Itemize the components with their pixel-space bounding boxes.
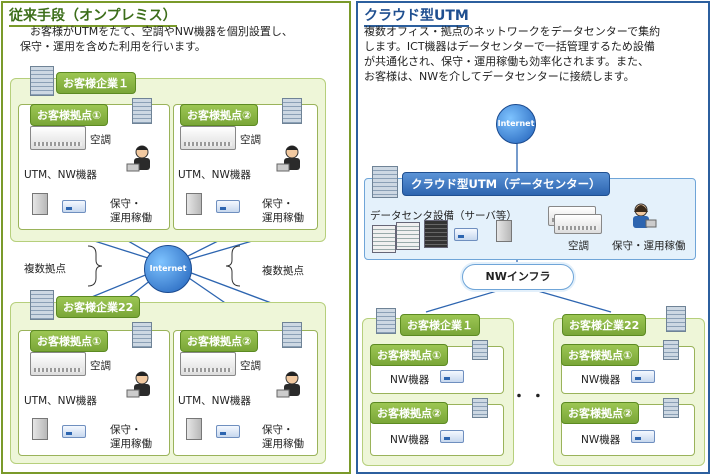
aircon-icon	[180, 352, 236, 376]
operator-person-icon	[633, 203, 657, 228]
cloud-company22-site2-label: お客様拠点②	[561, 402, 640, 424]
server-rack-icon	[396, 222, 420, 250]
datacenter-label: クラウド型UTM（データセンター）	[402, 172, 610, 196]
datacenter-maintenance-label: 保守・運用稼働	[612, 240, 686, 252]
nw-device-icon	[216, 425, 240, 438]
nw-device-icon	[216, 200, 240, 213]
maintenance-label-line1: 保守・	[110, 198, 142, 210]
cloud-nw-device-label: NW機器	[581, 374, 621, 386]
aircon-label: 空調	[90, 360, 111, 372]
onpremise-company22-label: お客様企業22	[56, 296, 141, 318]
site-building-icon	[472, 340, 488, 360]
maintenance-label-line2: 運用稼働	[262, 212, 304, 224]
site-building-icon	[472, 398, 488, 418]
internet-label: Internet	[149, 264, 187, 273]
cloud-desc-line3: が共通化され、保守・運用稼働も効率化されます。また、	[364, 55, 650, 68]
nw-device-icon	[631, 430, 655, 443]
utm-nw-label: UTM、NW機器	[178, 395, 251, 407]
aircon-label: 空調	[90, 134, 111, 146]
aircon-icon	[30, 352, 86, 376]
operator-person-icon	[276, 145, 300, 172]
internet-globe-icon: Internet	[144, 245, 192, 293]
onpremise-title: 従来手段（オンプレミス）	[9, 5, 177, 27]
server-icon	[186, 193, 202, 215]
company22-site2-label: お客様拠点②	[180, 330, 259, 352]
onpremise-desc-line2: 保守・運用を含めた利用を行います。	[20, 40, 206, 53]
cloud-desc-line4: お客様は、NWを介してデータセンターに接続します。	[364, 70, 635, 83]
datacenter-aircon-label: 空調	[568, 240, 589, 252]
server-icon	[186, 418, 202, 440]
site-building-icon	[132, 98, 152, 124]
server-rack-dark-icon	[424, 220, 448, 248]
ellipsis-dots: ・ ・ ・	[512, 389, 564, 405]
cloud-desc-line1: 複数オフィス・拠点のネットワークをデータセンターで集約	[364, 25, 661, 38]
utm-nw-label: UTM、NW機器	[178, 169, 251, 181]
company1-site2-label: お客様拠点②	[180, 104, 259, 126]
maintenance-label-line1: 保守・	[262, 198, 294, 210]
operator-person-icon	[126, 371, 150, 398]
aircon-label: 空調	[240, 134, 261, 146]
maintenance-label-line2: 運用稼働	[110, 438, 152, 450]
maintenance-label-line2: 運用稼働	[262, 438, 304, 450]
datacenter-equipment-label: データセンタ設備（サーバ等）	[370, 210, 517, 222]
operator-person-icon	[276, 371, 300, 398]
internet-label: Internet	[497, 119, 535, 128]
server-icon	[496, 220, 512, 242]
aircon-icon	[30, 126, 86, 150]
aircon-icon	[554, 214, 602, 234]
company1-building-icon	[376, 308, 396, 334]
site-building-icon	[282, 98, 302, 124]
company1-building-icon	[30, 66, 54, 96]
maintenance-label-line1: 保守・	[110, 424, 142, 436]
company22-building-icon	[666, 306, 686, 332]
internet-globe-icon: Internet	[496, 104, 536, 144]
site-building-icon	[663, 398, 679, 418]
nw-device-icon	[440, 430, 464, 443]
operator-person-icon	[126, 145, 150, 172]
cloud-company1-site2-label: お客様拠点②	[370, 402, 449, 424]
nw-device-icon	[62, 425, 86, 438]
cloud-desc-line2: します。ICT機器はデータセンターで一括管理するため設備	[364, 40, 655, 53]
nw-infra-cloud: NWインフラ	[462, 264, 574, 290]
nw-infra-label: NWインフラ	[485, 270, 551, 283]
site-building-icon	[663, 340, 679, 360]
multi-sites-label-right: 複数拠点	[262, 265, 304, 277]
utm-nw-label: UTM、NW機器	[24, 395, 97, 407]
multi-sites-label-left: 複数拠点	[24, 263, 66, 275]
onpremise-desc-line1: お客様がUTMをたて、空調やNW機器を個別設置し、	[30, 25, 293, 38]
aircon-label: 空調	[240, 360, 261, 372]
cloud-nw-device-label: NW機器	[390, 434, 430, 446]
cloud-company22-label: お客様企業22	[562, 314, 647, 336]
nw-device-icon	[62, 200, 86, 213]
utm-nw-label: UTM、NW機器	[24, 169, 97, 181]
cloud-nw-device-label: NW機器	[581, 434, 621, 446]
company22-building-icon	[30, 290, 54, 320]
company22-site1-label: お客様拠点①	[30, 330, 109, 352]
cloud-company1-site1-label: お客様拠点①	[370, 344, 449, 366]
cloud-nw-device-label: NW機器	[390, 374, 430, 386]
server-icon	[32, 193, 48, 215]
cloud-utm-title: クラウド型UTM	[364, 5, 469, 27]
site-building-icon	[282, 322, 302, 348]
nw-device-icon	[440, 370, 464, 383]
cloud-company22-site1-label: お客様拠点①	[561, 344, 640, 366]
maintenance-label-line2: 運用稼働	[110, 212, 152, 224]
aircon-icon	[180, 126, 236, 150]
server-rack-icon	[372, 225, 396, 253]
server-icon	[32, 418, 48, 440]
maintenance-label-line1: 保守・	[262, 424, 294, 436]
nw-device-icon	[454, 228, 478, 241]
company1-site1-label: お客様拠点①	[30, 104, 109, 126]
cloud-company1-label: お客様企業１	[400, 314, 480, 336]
nw-device-icon	[631, 370, 655, 383]
datacenter-building-icon	[372, 166, 398, 198]
site-building-icon	[132, 322, 152, 348]
onpremise-company1-label: お客様企業１	[56, 72, 136, 94]
